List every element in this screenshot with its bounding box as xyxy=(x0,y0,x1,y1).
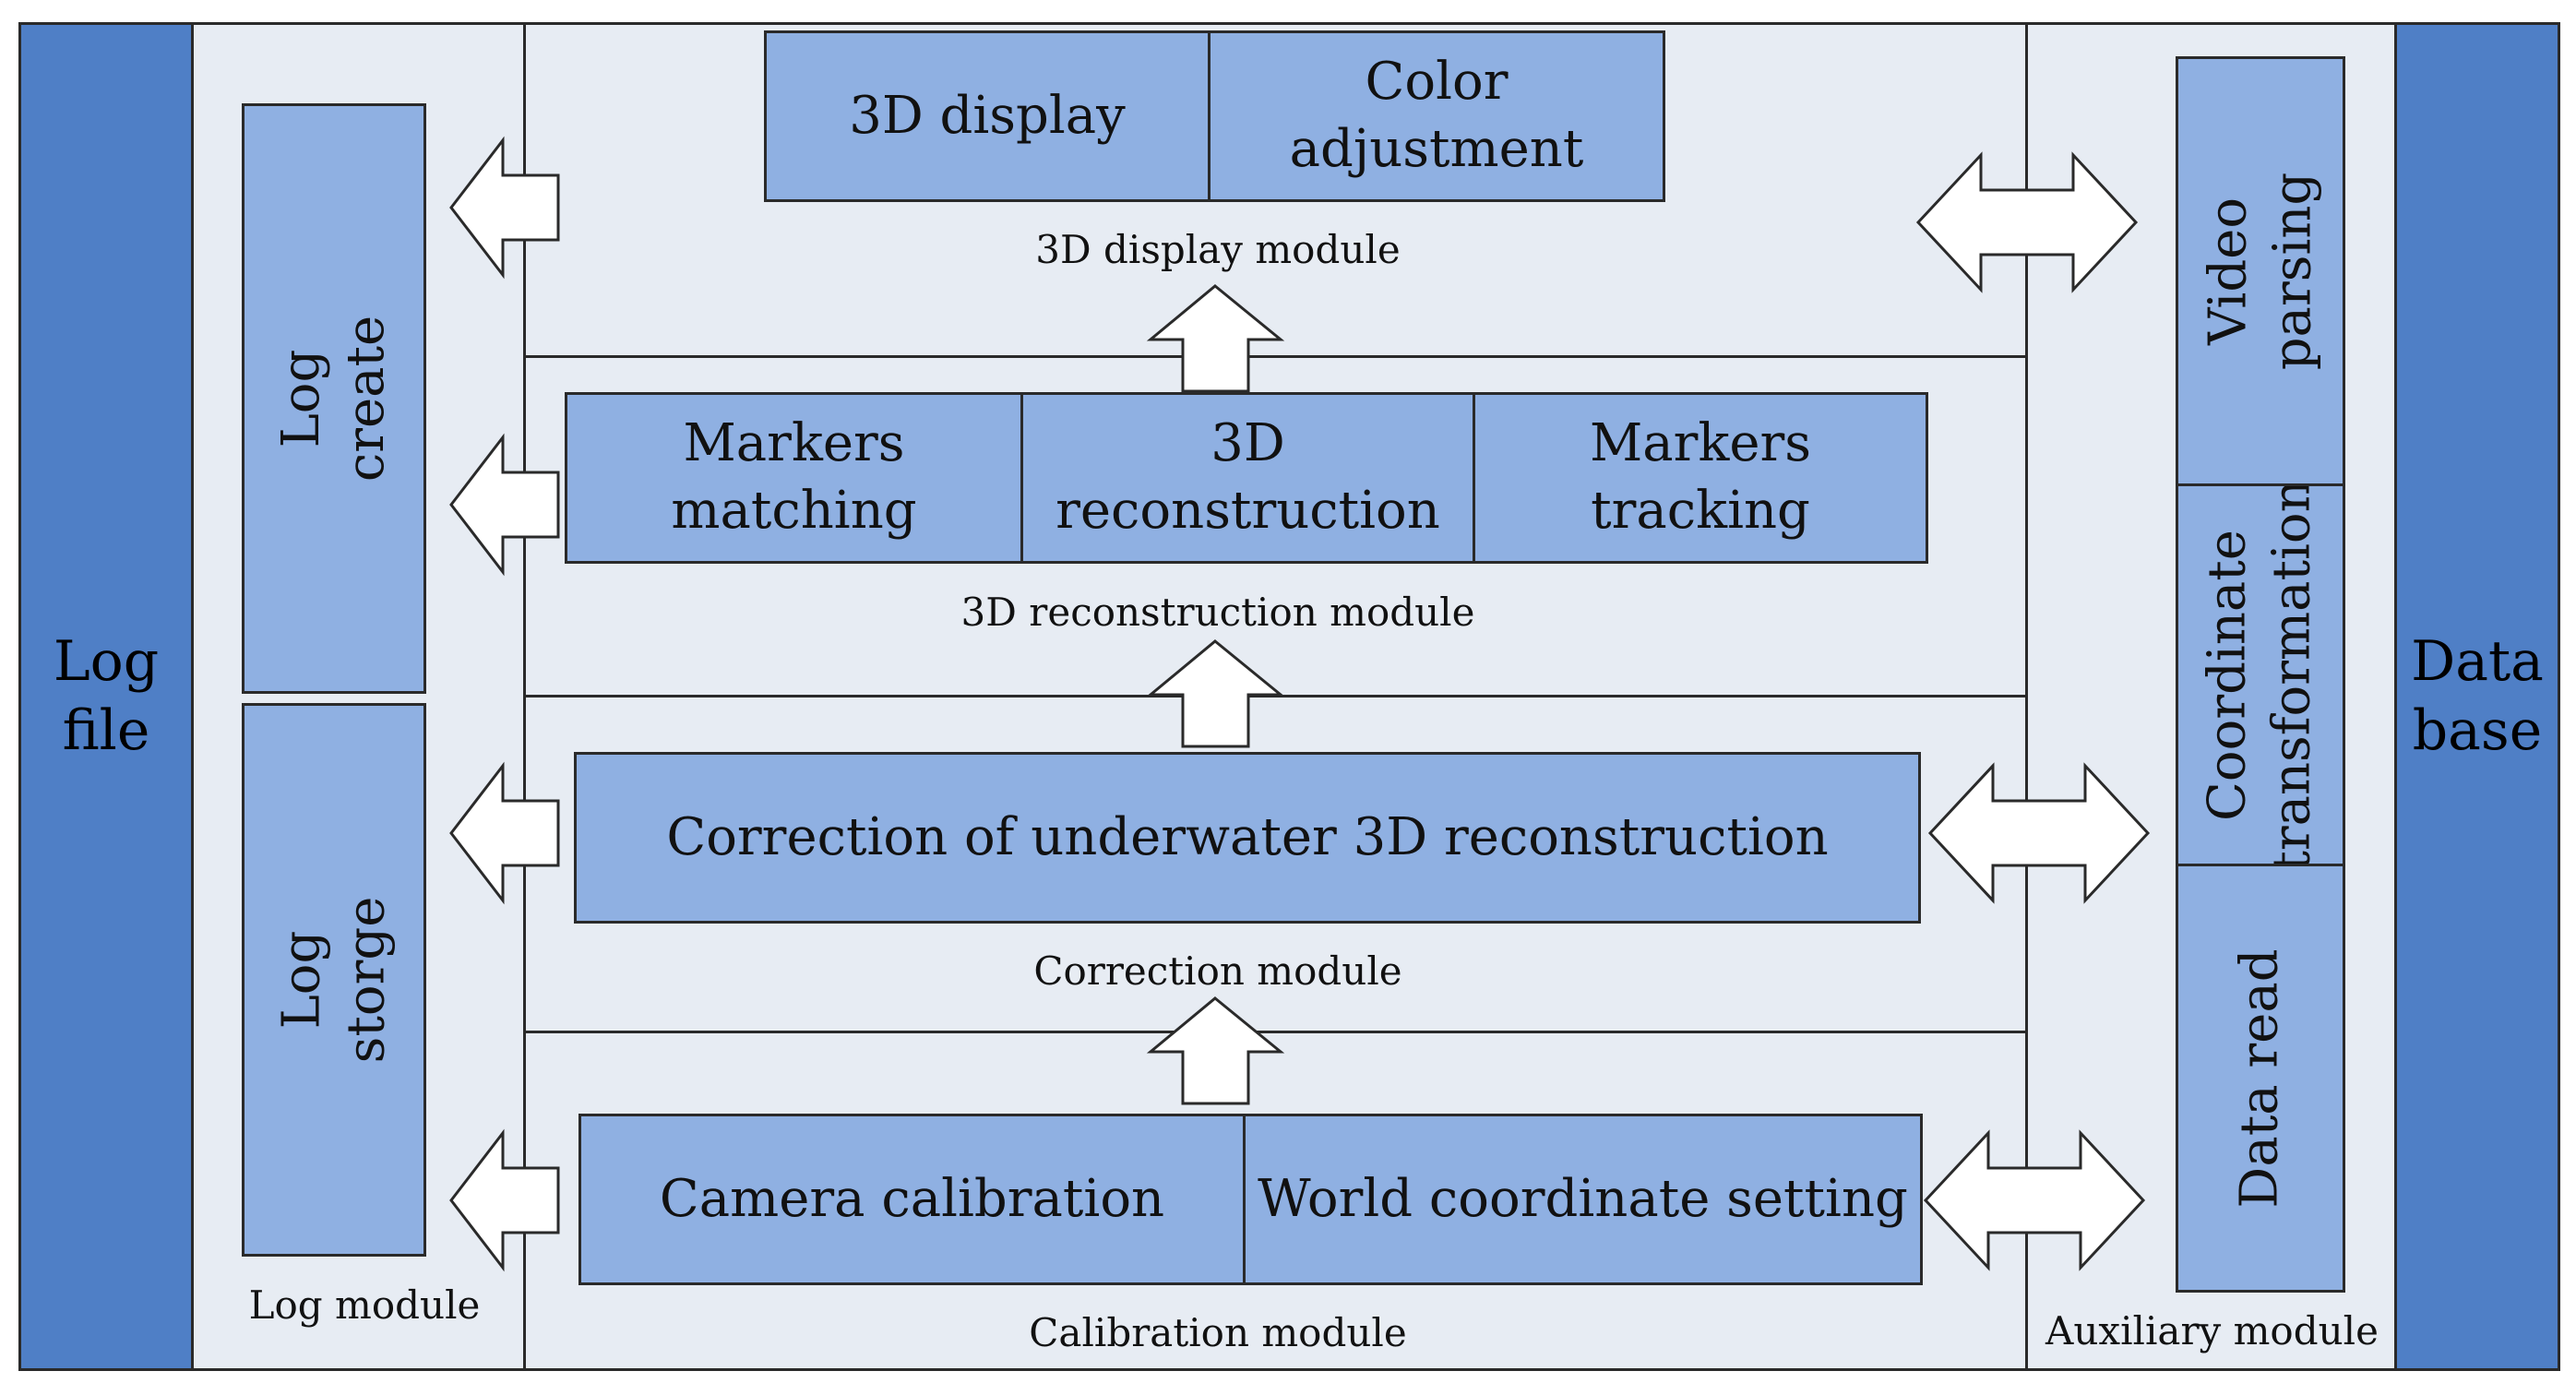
arrow-left-correction-icon xyxy=(449,761,560,905)
world-coordinate-setting-box: World coordinate setting xyxy=(1243,1114,1923,1285)
video-parsing-line2: parsing xyxy=(2262,172,2323,371)
markers-matching-line2: matching xyxy=(671,481,917,541)
database-label-line2: base xyxy=(2412,698,2543,763)
color-adjustment-box: Color adjustment xyxy=(1208,30,1665,202)
log-create-line2: create xyxy=(336,315,396,483)
coordinate-transformation-line1: Coordinate xyxy=(2198,529,2259,821)
arrow-up-to-reconstruction-icon xyxy=(1146,639,1285,748)
log-file-label-line1: Log xyxy=(53,629,160,694)
separator-correction-calibration xyxy=(523,1031,2028,1033)
camera-calibration-box: Camera calibration xyxy=(578,1114,1246,1285)
calibration-module-caption: Calibration module xyxy=(1029,1309,1407,1355)
arrow-up-to-correction-icon xyxy=(1146,996,1285,1105)
separator-display-reconstruction xyxy=(523,355,2028,358)
arrow-bidirectional-display-icon xyxy=(1915,151,2139,293)
data-read-line1: Data read xyxy=(2230,948,2290,1209)
log-storge-line1: Log xyxy=(271,930,331,1030)
log-storge-line2: storge xyxy=(336,896,396,1064)
reconstruction-module-caption: 3D reconstruction module xyxy=(960,589,1475,635)
log-create-line1: Log xyxy=(271,349,331,448)
display-3d-box: 3D display xyxy=(764,30,1210,202)
database-block: Data base xyxy=(2394,22,2560,1371)
log-create-box: Log create xyxy=(242,103,426,694)
log-module-caption: Log module xyxy=(248,1282,481,1328)
correction-box: Correction of underwater 3D reconstructi… xyxy=(574,752,1921,924)
correction-module-caption: Correction module xyxy=(1033,948,1402,994)
log-file-block: Log file xyxy=(18,22,194,1371)
coordinate-transformation-box: Coordinate transformation xyxy=(2176,483,2345,866)
video-parsing-line1: Video xyxy=(2198,197,2259,346)
auxiliary-module-caption: Auxiliary module xyxy=(2045,1307,2379,1353)
arrow-up-to-display-icon xyxy=(1146,284,1285,393)
arrow-bidirectional-correction-icon xyxy=(1927,762,2151,904)
markers-matching-box: Markers matching xyxy=(565,392,1023,564)
coordinate-transformation-line2: transformation xyxy=(2262,483,2323,866)
arrow-bidirectional-calibration-icon xyxy=(1923,1129,2146,1271)
video-parsing-box: Video parsing xyxy=(2176,56,2345,486)
reconstruction-3d-box: 3D reconstruction xyxy=(1020,392,1475,564)
log-storge-box: Log storge xyxy=(242,703,426,1257)
markers-matching-line1: Markers xyxy=(683,413,905,474)
log-file-label-line2: file xyxy=(62,698,150,763)
arrow-left-display-icon xyxy=(449,136,560,280)
data-read-box: Data read xyxy=(2176,864,2345,1293)
display-module-caption: 3D display module xyxy=(1035,226,1401,272)
database-label-line1: Data xyxy=(2411,629,2544,694)
markers-tracking-box: Markers tracking xyxy=(1473,392,1928,564)
arrow-left-calibration-icon xyxy=(449,1128,560,1272)
arrow-left-reconstruction-icon xyxy=(449,433,560,577)
